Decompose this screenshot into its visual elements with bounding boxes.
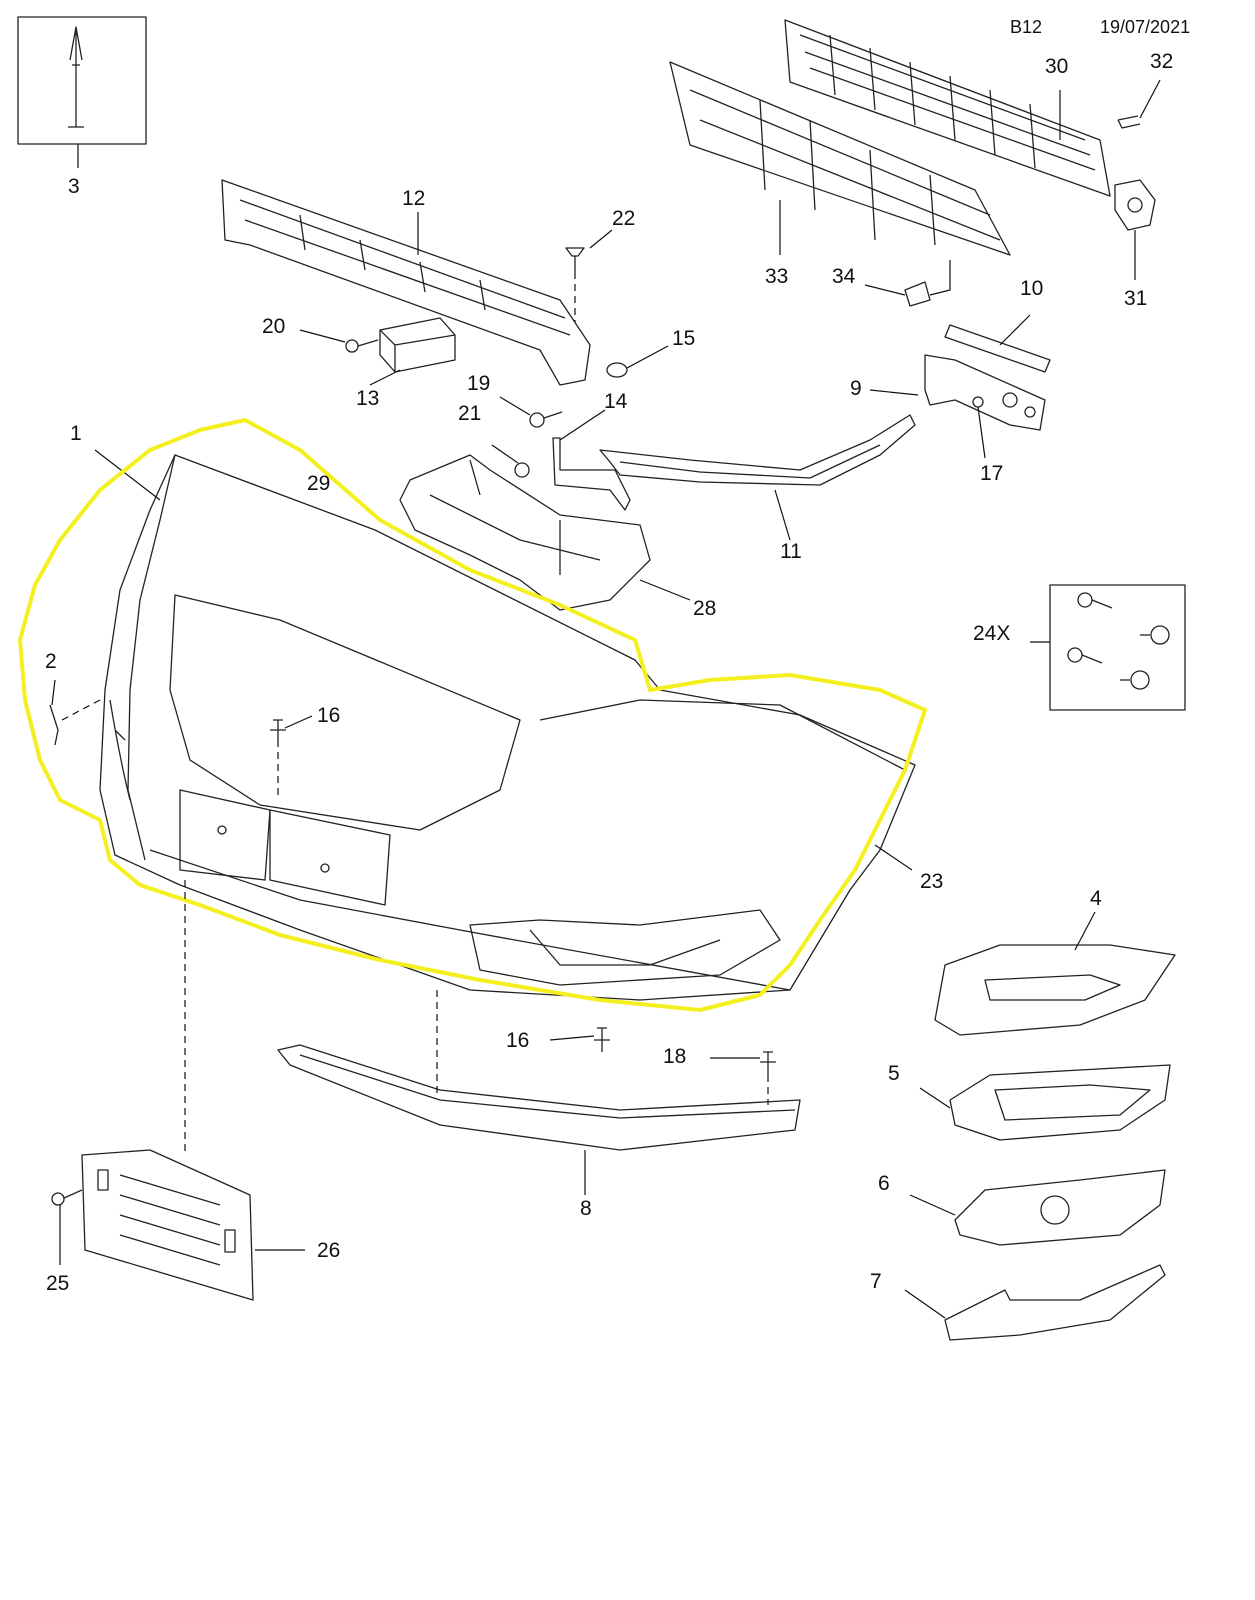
callout-32: 32 [1150, 50, 1173, 73]
part-16-pin-lower [594, 1027, 610, 1052]
part-24x-fastener-kit [1049, 584, 1186, 711]
part-12-upper-bracket [221, 179, 591, 386]
leader-4 [1074, 911, 1096, 951]
leader-16-upper [284, 715, 313, 729]
callout-12: 12 [402, 187, 425, 210]
part-13-guide [379, 317, 456, 373]
part-15-cap [606, 362, 628, 378]
part-31-actuator [1114, 179, 1156, 231]
part-32-screw [1117, 115, 1141, 129]
leader-6 [909, 1194, 956, 1216]
leader-2 [51, 679, 56, 706]
part-20-screw [345, 339, 379, 353]
part-14-bracket [552, 437, 631, 511]
callout-29: 29 [307, 472, 330, 495]
callout-10: 10 [1020, 277, 1043, 300]
callout-2: 2 [45, 650, 57, 673]
part-22-screw [565, 247, 585, 272]
callout-8: 8 [580, 1197, 592, 1220]
leader-10 [999, 314, 1031, 346]
part-18-pin [760, 1051, 776, 1075]
part-28-29-lower-support [399, 454, 651, 611]
callout-15: 15 [672, 327, 695, 350]
part-26-license-plate-bracket [81, 1149, 254, 1301]
callout-18: 18 [663, 1045, 686, 1068]
leader-22 [589, 229, 613, 249]
leader-23 [874, 844, 913, 871]
part-17-screw [972, 396, 984, 408]
callout-23: 23 [920, 870, 943, 893]
leader-9 [869, 389, 919, 396]
leader-28 [639, 579, 691, 601]
part-4-trim [934, 944, 1176, 1036]
part-10-strip [944, 324, 1051, 373]
leader-14 [559, 409, 606, 441]
part-30-33-shutter-assembly [669, 19, 1111, 256]
part-3-retaining-strap [17, 16, 147, 145]
callout-25: 25 [46, 1272, 69, 1295]
diagram-code: B12 [1010, 17, 1042, 37]
leader-5 [919, 1087, 951, 1109]
leader-11 [774, 489, 791, 541]
part-8-lower-spoiler [277, 1044, 801, 1151]
part-1-front-bumper-cover [99, 454, 916, 1001]
callout-16-lower: 16 [506, 1029, 529, 1052]
leader-19 [499, 396, 531, 416]
callout-33: 33 [765, 265, 788, 288]
callout-19: 19 [467, 372, 490, 395]
callout-9: 9 [850, 377, 862, 400]
callout-26: 26 [317, 1239, 340, 1262]
highlight-outline [18, 418, 927, 1012]
callout-labels: 3 30 32 31 33 34 12 22 20 13 15 19 14 21… [45, 50, 1173, 1295]
part-16-pin-upper [270, 719, 286, 740]
leader-21 [491, 444, 519, 464]
leader-20 [299, 329, 346, 343]
part-5-grille-insert [949, 1064, 1171, 1141]
part-11-side-bracket [599, 414, 916, 486]
callout-6: 6 [878, 1172, 890, 1195]
callout-1: 1 [70, 422, 82, 445]
callout-14: 14 [604, 390, 628, 413]
callout-3: 3 [68, 175, 80, 198]
dash-2 [61, 699, 101, 721]
leader-17 [977, 406, 986, 459]
part-7-trim-strip [944, 1264, 1166, 1341]
leader-32 [1139, 79, 1161, 119]
callout-28: 28 [693, 597, 716, 620]
part-19-nut [529, 411, 563, 428]
part-21-nut [514, 462, 530, 478]
callout-24x: 24X [973, 622, 1010, 645]
leader-7 [904, 1289, 946, 1319]
leader-15 [626, 345, 669, 369]
leader-1 [94, 449, 161, 501]
callout-20: 20 [262, 315, 285, 338]
diagram-date: 19/07/2021 [1100, 17, 1190, 37]
callout-22: 22 [612, 207, 635, 230]
part-9-bracket [924, 354, 1046, 431]
part-34-clip [904, 281, 931, 307]
callout-13: 13 [356, 387, 379, 410]
leader-34 [864, 260, 951, 296]
callout-21: 21 [458, 402, 481, 425]
leader-13 [369, 369, 401, 386]
callout-31: 31 [1124, 287, 1147, 310]
callout-16-upper: 16 [317, 704, 340, 727]
callout-7: 7 [870, 1270, 882, 1293]
callout-17: 17 [980, 462, 1003, 485]
callout-34: 34 [832, 265, 856, 288]
part-6-fog-bezel [954, 1169, 1166, 1246]
callout-4: 4 [1090, 887, 1102, 910]
leader-16-lower [549, 1035, 595, 1041]
part-2-clip [49, 704, 59, 746]
callout-11: 11 [780, 540, 802, 563]
part-25-screw [51, 1189, 83, 1206]
callout-30: 30 [1045, 55, 1068, 78]
callout-5: 5 [888, 1062, 900, 1085]
